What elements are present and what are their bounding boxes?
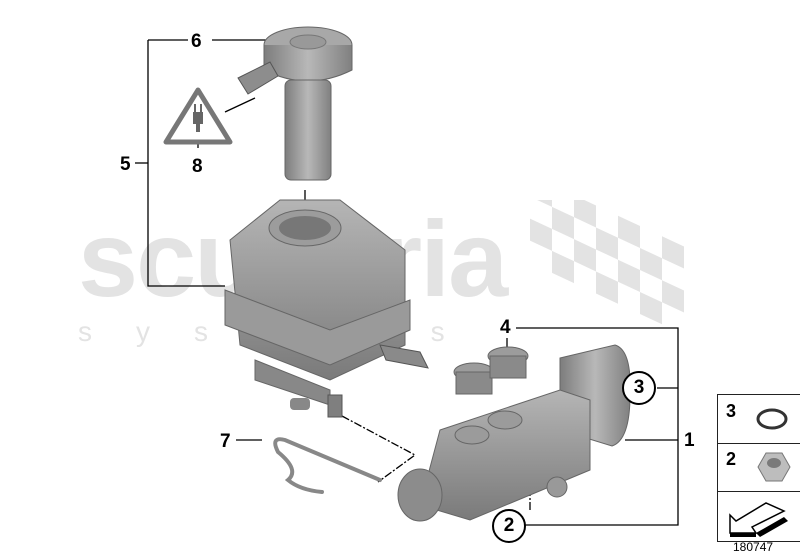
legend-row-arrow xyxy=(718,491,800,541)
hex-nut-icon xyxy=(757,452,791,482)
legend-num: 2 xyxy=(726,449,737,469)
callout-8: 8 xyxy=(192,156,203,177)
grommet-seals-part xyxy=(453,346,529,395)
callout-1: 1 xyxy=(684,430,695,451)
legend-box: 3 2 xyxy=(717,394,800,542)
callout-5: 5 xyxy=(120,154,131,175)
reservoir-part xyxy=(224,199,429,418)
callout-7: 7 xyxy=(220,431,231,452)
callout-3-circled: 3 xyxy=(622,371,656,405)
o-ring-icon xyxy=(756,408,788,430)
callout-4: 4 xyxy=(500,317,511,338)
checkered-flag-watermark xyxy=(530,200,684,325)
connector-warning-triangle xyxy=(163,87,233,145)
legend-row-hex-nut: 2 xyxy=(718,443,800,492)
legend-row-o-ring: 3 xyxy=(718,395,800,444)
legend-num: 3 xyxy=(726,401,737,421)
arrow-icon xyxy=(729,502,788,537)
callout-6: 6 xyxy=(191,31,202,52)
master-cylinder-part xyxy=(397,344,631,522)
reservoir-cap-part xyxy=(237,26,353,181)
diagram-code: 180747 xyxy=(733,540,774,554)
retaining-clip-part xyxy=(273,437,382,494)
callout-2-circled: 2 xyxy=(492,509,526,543)
